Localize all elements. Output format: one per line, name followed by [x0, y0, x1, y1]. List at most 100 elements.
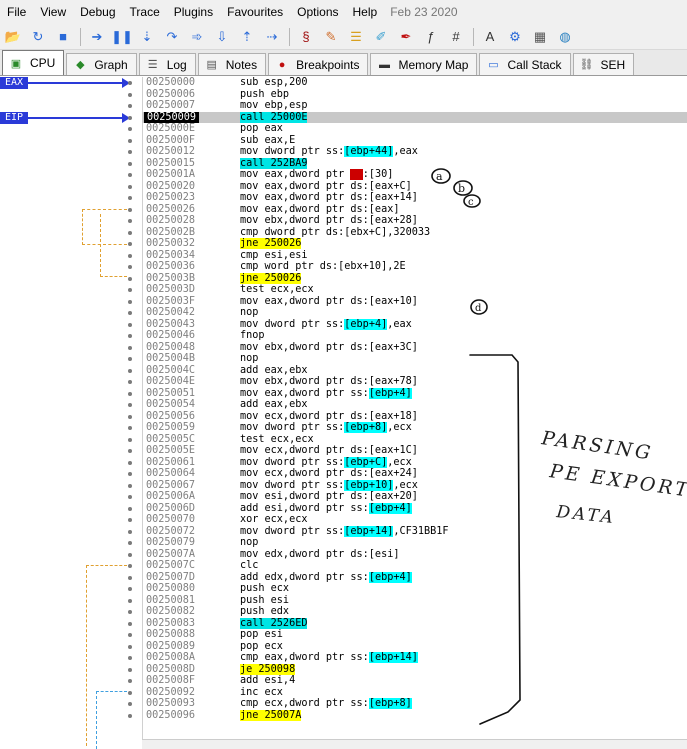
tab-notes[interactable]: ▤Notes [197, 53, 267, 75]
breakpoint-dot[interactable] [128, 414, 132, 419]
breakpoint-dot[interactable] [128, 299, 132, 304]
breakpoint-dot[interactable] [128, 357, 132, 361]
calculator-icon[interactable]: ▦ [533, 28, 547, 44]
globe-icon[interactable]: ◍ [559, 28, 571, 44]
breakpoint-dot[interactable] [128, 242, 132, 246]
function-icon[interactable]: ƒ [427, 29, 435, 44]
breakpoint-dot[interactable] [128, 276, 132, 281]
breakpoint-dot[interactable] [128, 679, 132, 683]
breakpoint-dot[interactable] [128, 437, 132, 442]
trace-over-icon[interactable]: ⇩ [216, 28, 228, 44]
breakpoint-dot[interactable] [128, 483, 132, 488]
step-over-icon[interactable]: ↷ [166, 28, 178, 44]
breakpoint-dot[interactable] [128, 449, 132, 453]
tab-memory-map[interactable]: ▬Memory Map [370, 53, 478, 75]
breakpoint-dot[interactable] [128, 265, 132, 269]
breakpoint-dot[interactable] [128, 575, 132, 580]
breakpoint-dot[interactable] [128, 702, 132, 706]
breakpoint-dot[interactable] [128, 541, 132, 545]
horizontal-scrollbar[interactable] [142, 739, 687, 749]
breakpoint-dot[interactable] [128, 518, 132, 522]
breakpoint-dot[interactable] [128, 173, 132, 177]
breakpoint-dot[interactable] [128, 621, 132, 626]
breakpoint-dot[interactable] [128, 495, 132, 499]
breakpoint-dot[interactable] [128, 138, 132, 143]
execute-till-return-icon[interactable]: ⇡ [241, 28, 253, 44]
breakpoint-dot[interactable] [128, 644, 132, 649]
pause-icon[interactable]: ❚❚ [111, 28, 133, 44]
breakpoint-dot[interactable] [128, 345, 132, 350]
breakpoint-dot[interactable] [128, 230, 132, 235]
breakpoint-dot[interactable] [128, 564, 132, 568]
breakpoint-dot[interactable] [128, 253, 132, 258]
breakpoint-dot[interactable] [128, 610, 132, 614]
breakpoint-dot[interactable] [128, 207, 132, 212]
run-icon[interactable]: ➔ [91, 28, 103, 44]
restart-icon[interactable]: ↻ [32, 28, 44, 44]
breakpoint-dot[interactable] [128, 633, 132, 637]
breakpoint-dot[interactable] [128, 92, 132, 97]
tab-log[interactable]: ☰Log [138, 53, 196, 75]
menu-help[interactable]: Help [352, 5, 378, 19]
tab-breakpoints[interactable]: ●Breakpoints [268, 53, 369, 75]
breakpoint-dot[interactable] [128, 219, 132, 223]
breakpoint-dot[interactable] [128, 690, 132, 695]
breakpoint-dot[interactable] [128, 472, 132, 476]
menu-options[interactable]: Options [297, 5, 339, 19]
breakpoint-dot[interactable] [128, 161, 132, 166]
breakpoint-dot[interactable] [128, 115, 132, 120]
menu-file[interactable]: File [7, 5, 27, 19]
script-icon[interactable]: ☰ [350, 28, 362, 44]
hash-icon[interactable]: # [452, 29, 460, 44]
breakpoint-dot[interactable] [128, 288, 132, 292]
breakpoint-dot[interactable] [128, 150, 132, 154]
breakpoint-dot[interactable] [128, 322, 132, 327]
breakpoint-dot[interactable] [128, 598, 132, 603]
breakpoint-dot[interactable] [128, 552, 132, 557]
breakpoint-dot[interactable] [128, 667, 132, 672]
breakpoint-dot[interactable] [128, 311, 132, 315]
menu-favourites[interactable]: Favourites [227, 5, 284, 19]
menu-trace[interactable]: Trace [129, 5, 160, 19]
breakpoint-dot[interactable] [128, 184, 132, 189]
breakpoint-dot[interactable] [128, 334, 132, 338]
trace-into-icon[interactable]: ➾ [191, 28, 203, 44]
run-to-user-code-icon[interactable]: ⇢ [266, 28, 278, 44]
patch-icon[interactable]: ✎ [325, 28, 337, 44]
breakpoint-dot[interactable] [128, 656, 132, 660]
comment-icon[interactable]: ✐ [375, 28, 387, 44]
scylla-icon[interactable]: § [302, 29, 310, 44]
